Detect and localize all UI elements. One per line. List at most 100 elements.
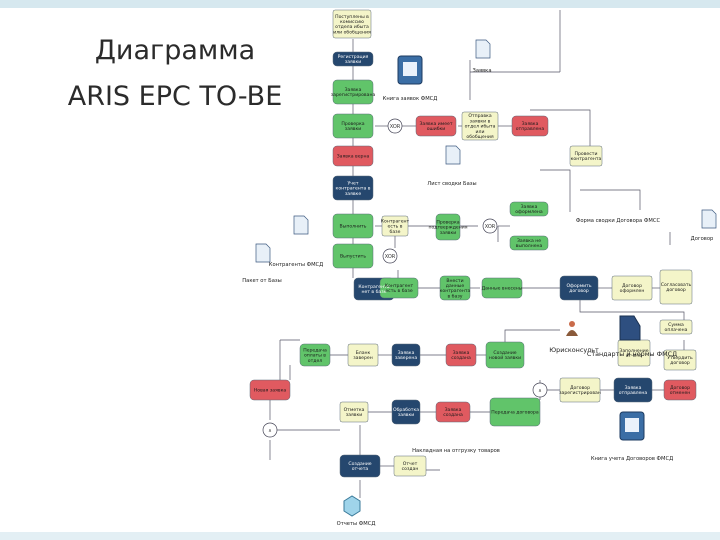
epc-node-b38 <box>663 349 697 371</box>
folder-icon <box>619 315 641 341</box>
epc-node-b12 <box>509 235 549 251</box>
title-line-2: ARIS EPC TO-BE <box>67 81 283 112</box>
caption-c11: Отчеты ФМСД <box>337 521 376 527</box>
document-icon <box>701 209 717 229</box>
epc-node-b2 <box>332 51 374 67</box>
epc-node-b30 <box>249 379 291 401</box>
document-icon <box>445 145 461 165</box>
top-band <box>0 0 720 8</box>
epc-node-b40 <box>393 455 427 477</box>
caption-c4: Контрагенты ФМСД <box>269 262 323 268</box>
person-icon <box>566 321 578 336</box>
epc-node-b23 <box>659 269 693 305</box>
epc-node-b15 <box>332 213 374 239</box>
epc-node-b36 <box>613 377 653 403</box>
epc-node-b26 <box>347 343 379 367</box>
database-icon <box>619 411 645 441</box>
epc-node-b6 <box>461 111 499 141</box>
epc-node-b13 <box>381 215 409 237</box>
epc-node-b8 <box>332 145 374 167</box>
epc-node-b22 <box>611 275 653 301</box>
epc-node-label-b30: Новая заявка <box>254 388 287 394</box>
epc-node-b11 <box>509 201 549 217</box>
epc-node-b25 <box>299 343 331 367</box>
epc-node-b35 <box>559 377 601 403</box>
caption-c8: Юрисконсульт <box>549 346 599 354</box>
operator-label-4: ∧ <box>268 428 272 434</box>
operator-5 <box>532 382 548 398</box>
epc-node-b7 <box>511 115 549 137</box>
document-icon <box>293 215 309 235</box>
epc-node-b39 <box>339 454 381 478</box>
epc-node-b24 <box>659 319 693 335</box>
connectors <box>269 10 685 498</box>
epc-node-b34 <box>489 397 541 427</box>
epc-node-b31 <box>339 401 369 423</box>
epc-node-label-b34: Передача договора <box>491 410 539 416</box>
epc-node-b33 <box>435 401 471 423</box>
epc-node-b16 <box>332 243 374 269</box>
operator-3 <box>482 218 498 234</box>
epc-node-b3 <box>332 79 374 105</box>
epc-node-label-b8: Заявка верна <box>337 154 370 160</box>
epc-node-b28 <box>445 343 477 367</box>
caption-c7: Договор <box>691 236 714 242</box>
title-line-1: Диаграмма <box>94 35 256 66</box>
epc-node-b37 <box>663 379 697 401</box>
cube-icon <box>343 495 361 517</box>
epc-node-b29 <box>485 341 525 369</box>
caption-c1: Книга заявок ФМСД <box>383 96 438 102</box>
bottom-band <box>0 532 720 540</box>
caption-c6: Форма сводки Договора ФМСС <box>576 218 661 224</box>
epc-node-b1 <box>332 9 372 39</box>
caption-c5: Пакет от Базы <box>242 278 282 284</box>
caption-c2: Заявка <box>473 68 492 74</box>
caption-c10: Книга учета Договоров ФМСД <box>591 456 673 462</box>
slide-title: Диаграмма ARIS EPC TO-BE <box>40 28 310 120</box>
caption-c3: Лист сводки Базы <box>427 181 476 187</box>
epc-node-label-b20: Данные внесены <box>482 286 523 292</box>
database-icon <box>397 55 423 85</box>
epc-node-b9 <box>332 175 374 201</box>
epc-node-label-b15: Выполнить <box>340 224 367 230</box>
epc-node-b32 <box>391 399 421 425</box>
operator-label-5: ∧ <box>538 388 542 394</box>
operator-label-3: XOR <box>485 224 496 230</box>
epc-node-label-b16: Выпустить <box>340 254 366 260</box>
operator-2 <box>382 248 398 264</box>
epc-node-b10 <box>435 213 461 241</box>
epc-node-b19 <box>439 275 471 301</box>
epc-node-b5 <box>415 115 457 137</box>
epc-node-b4 <box>332 113 374 139</box>
